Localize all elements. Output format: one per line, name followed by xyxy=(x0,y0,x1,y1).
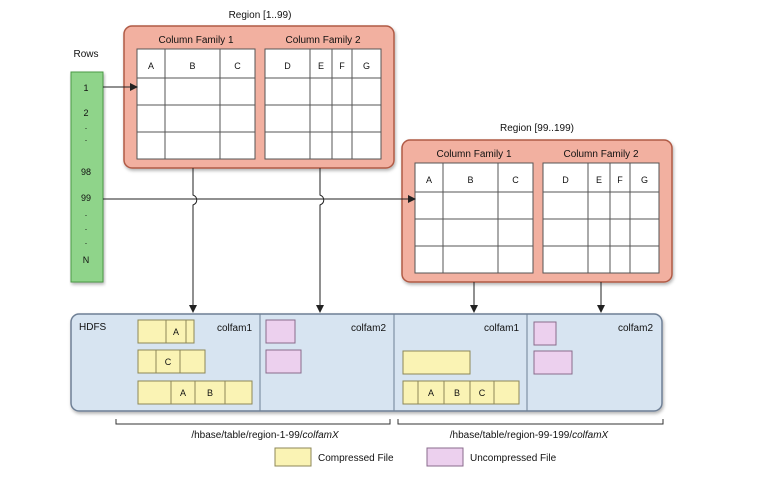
column-header: B xyxy=(467,175,473,185)
colfam2-label: colfam2 xyxy=(351,323,386,334)
hdfs-label: HDFS xyxy=(79,322,107,333)
region-1-colfam1-files: A C A B xyxy=(137,319,253,405)
cf1-title: Column Family 1 xyxy=(158,35,233,46)
rows-label: Rows xyxy=(73,49,98,60)
uncompressed-file xyxy=(265,349,302,374)
row-label: · xyxy=(85,123,88,133)
file-label-b: B xyxy=(454,388,460,398)
connectors xyxy=(103,83,605,313)
column-header: F xyxy=(617,175,623,185)
legend-uncompressed-label: Uncompressed File xyxy=(470,453,557,464)
cf2-grid: D E F G xyxy=(265,49,381,159)
uncompressed-file xyxy=(533,321,557,346)
region-2: Column Family 1 A B C Column Family 2 D E F G xyxy=(401,139,673,283)
rows-items: 1 2 · · 98 99 · · · N xyxy=(81,83,91,265)
compressed-file xyxy=(137,349,206,374)
uncompressed-file xyxy=(533,350,573,375)
row-label: N xyxy=(83,255,90,265)
rows-bar-box xyxy=(70,71,104,283)
cf2-grid: D E F G xyxy=(543,163,659,273)
region-2-brace xyxy=(397,419,664,425)
row-label: · xyxy=(85,135,88,145)
column-header: C xyxy=(234,61,241,71)
region-2-path: /hbase/table/region-99-199/colfamX xyxy=(450,430,609,441)
colfam1-label: colfam1 xyxy=(217,323,252,334)
region-1-cf1-to-hdfs-arrow xyxy=(189,168,198,313)
path-braces xyxy=(115,419,664,425)
compressed-file xyxy=(402,380,520,405)
row-label: 99 xyxy=(81,193,91,203)
row-label: · xyxy=(85,238,88,248)
column-header: G xyxy=(641,175,648,185)
cf1-title: Column Family 1 xyxy=(436,149,511,160)
column-header: F xyxy=(339,61,345,71)
legend-compressed-swatch xyxy=(274,447,312,467)
legend-compressed-label: Compressed File xyxy=(318,453,394,464)
row-label: · xyxy=(85,224,88,234)
cf1-grid: A B C xyxy=(415,163,533,273)
region-2-colfam1-files: A B C xyxy=(402,350,520,405)
row-label: 2 xyxy=(83,108,88,118)
region-1-path: /hbase/table/region-1-99/colfamX xyxy=(191,430,339,441)
file-label-b: B xyxy=(207,388,213,398)
colfam1-label: colfam1 xyxy=(484,323,519,334)
file-label-c: C xyxy=(479,388,486,398)
uncompressed-file xyxy=(265,319,296,344)
legend-uncompressed-swatch xyxy=(426,447,464,467)
region-1-colfam2-files xyxy=(265,319,302,374)
column-header: E xyxy=(596,175,602,185)
compressed-file xyxy=(402,350,471,375)
file-label-a: A xyxy=(428,388,434,398)
column-header: C xyxy=(512,175,519,185)
region-2-title: Region [99..199) xyxy=(500,123,574,134)
column-header: E xyxy=(318,61,324,71)
column-header: D xyxy=(562,175,569,185)
region-2-cf2: Column Family 2 D E F G xyxy=(542,149,660,274)
column-header: G xyxy=(363,61,370,71)
file-label-c: C xyxy=(165,357,172,367)
cf2-title: Column Family 2 xyxy=(285,35,360,46)
hdfs-panel: HDFS colfam1 colfam2 colfam1 colfam2 A C… xyxy=(70,313,663,412)
column-header: D xyxy=(284,61,291,71)
region-1-cf2: Column Family 2 D E F G xyxy=(264,35,382,160)
region-1: Column Family 1 A B C Column Family 2 D E F G xyxy=(123,25,395,169)
region-1-brace xyxy=(115,419,391,425)
column-header: A xyxy=(148,61,154,71)
legend: Compressed File Uncompressed File xyxy=(274,447,557,467)
region-1-cf1: Column Family 1 A B C xyxy=(136,35,256,160)
row-label: · xyxy=(85,210,88,220)
cf2-title: Column Family 2 xyxy=(563,149,638,160)
column-header: A xyxy=(426,175,432,185)
region-1-title: Region [1..99) xyxy=(229,10,292,21)
region-2-colfam2-files xyxy=(533,321,573,375)
file-label-a: A xyxy=(173,327,179,337)
row-label: 1 xyxy=(83,83,88,93)
file-label-a: A xyxy=(180,388,186,398)
colfam2-label: colfam2 xyxy=(618,323,653,334)
cf1-grid: A B C xyxy=(137,49,255,159)
row-label: 98 xyxy=(81,167,91,177)
column-header: B xyxy=(189,61,195,71)
region-1-cf2-to-hdfs-arrow xyxy=(316,168,325,313)
region-2-cf1: Column Family 1 A B C xyxy=(414,149,534,274)
rows-bar: 1 2 · · 98 99 · · · N xyxy=(70,71,104,283)
